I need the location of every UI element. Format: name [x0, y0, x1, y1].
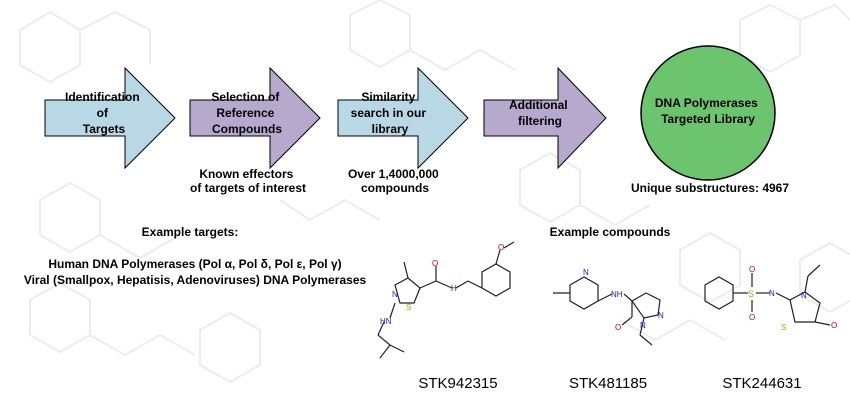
- flow-step-3-label: Similarity search in our library: [351, 90, 430, 136]
- flow-step-1-label: Identification of Targets: [65, 90, 143, 136]
- flow-arrow-2: [189, 66, 321, 170]
- compound-2-id: STK481185: [569, 375, 647, 392]
- example-targets-line-1: Human DNA Polymerases (Pol α, Pol δ, Pol…: [48, 257, 341, 271]
- compound-2-atom-o: O: [615, 323, 621, 332]
- compound-1-atom-nh: H: [451, 284, 457, 293]
- compound-1-atom-n: N: [392, 290, 398, 299]
- compound-3-atom-o2: O: [749, 313, 755, 322]
- result-circle: [640, 45, 776, 181]
- library-size-note: Over 1,4000,000 compounds: [348, 167, 442, 195]
- compound-3-structure: [704, 264, 831, 326]
- flow-arrow-3: [337, 66, 469, 170]
- flow-step-4: Additional filtering: [483, 66, 607, 170]
- flow-step-1: Identification of Targets: [44, 66, 176, 170]
- compound-1-atom-o2: O: [498, 243, 504, 252]
- flow-step-2: Selection of Reference Compounds: [189, 66, 321, 170]
- compound-2-structure: [553, 276, 661, 346]
- result-label: DNA Polymerases Targeted Library: [655, 96, 761, 126]
- flow-result: DNA Polymerases Targeted Library: [640, 45, 776, 181]
- compound-3-atom-n1: N: [769, 289, 775, 298]
- compound-3-atom-s1: S: [748, 289, 754, 299]
- compound-2-atom-n3: N: [640, 321, 646, 330]
- example-targets-line-2: Viral (Smallpox, Hepatisis, Adenoviruses…: [24, 273, 367, 287]
- compound-3-atom-n2: N: [801, 291, 807, 300]
- compound-1-atom-o1: O: [432, 259, 438, 268]
- flow-step-3: Similarity search in our library: [337, 66, 469, 170]
- compound-1-atom-hn: HN: [380, 317, 392, 326]
- flow-step-4-label: Additional filtering: [509, 98, 571, 128]
- compound-3-atom-o1: O: [749, 265, 755, 274]
- flow-arrow-1: [44, 66, 176, 170]
- compound-2-atom-n2: N: [658, 311, 664, 320]
- compound-3-atom-s2: S: [781, 323, 786, 332]
- compound-1-id: STK942315: [418, 375, 497, 392]
- flow-step-2-label: Selection of Reference Compounds: [211, 90, 282, 136]
- example-compounds-heading: Example compounds: [550, 225, 671, 239]
- compound-3-atom-o3: O: [831, 321, 837, 330]
- compound-2-atom-nh: NH: [611, 290, 623, 299]
- unique-substructures-note: Unique substructures: 4967: [631, 181, 789, 195]
- compound-1-structure: [377, 241, 515, 359]
- compound-3-id: STK244631: [722, 375, 801, 392]
- example-targets-heading: Example targets:: [142, 225, 239, 239]
- compound-1-atom-s: S: [406, 303, 411, 312]
- flow-arrow-4: [483, 66, 607, 170]
- known-effectors-note: Known effectors of targets of interest: [190, 167, 306, 195]
- compound-2-atom-n1: N: [583, 268, 589, 277]
